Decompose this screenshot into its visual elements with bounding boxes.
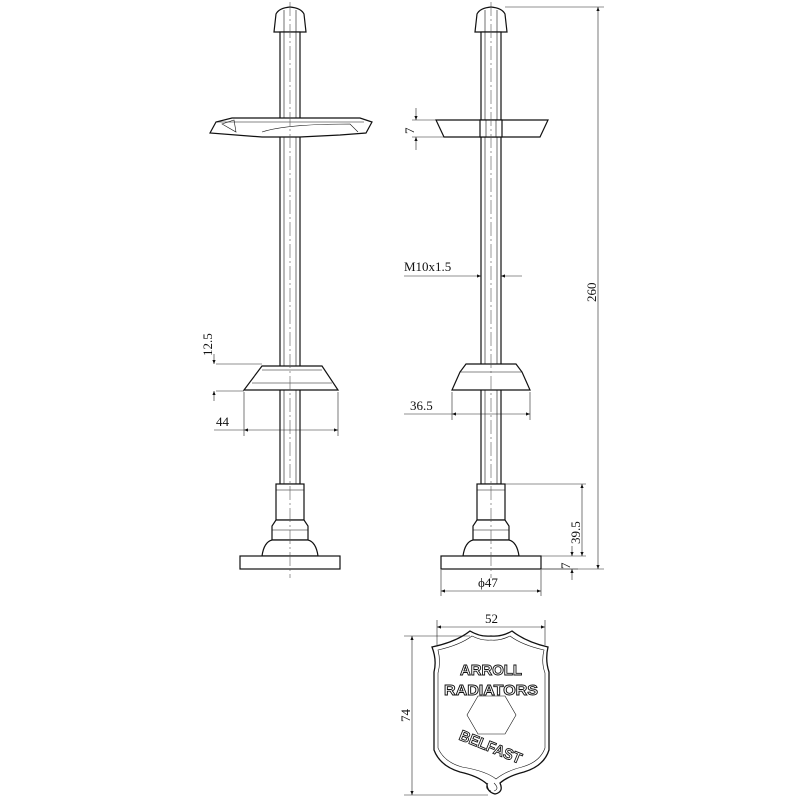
dim-cone-outer-label: 44 (216, 414, 230, 429)
left-dimensions: 12.5 44 (200, 333, 339, 436)
badge-inner-shield (437, 635, 546, 780)
dim-flange-thickness-label: 7 (402, 127, 417, 134)
dim-badge-height-label: 74 (398, 709, 413, 723)
left-cone-washer (242, 365, 340, 391)
dim-thread-label: M10x1.5 (404, 259, 451, 274)
badge-hex-emblem (466, 695, 517, 735)
dim-cone-height-label: 12.5 (200, 333, 215, 356)
dim-base-thickness-label: 7 (558, 562, 573, 569)
badge-line-arroll: ARROLL (460, 662, 522, 679)
badge-dimensions: 52 74 (398, 611, 546, 796)
dim-collar-height-label: 39.5 (568, 521, 583, 544)
arroll-badge: ARROLL RADIATORS BELFAST (431, 630, 550, 795)
dim-cone-inner-label: 36.5 (410, 398, 433, 413)
badge-outer-shield (431, 630, 550, 795)
dim-base-diameter-label: ϕ47 (478, 575, 498, 590)
right-view-bracket (435, 2, 549, 578)
right-dimensions: 7 M10x1.5 260 36.5 39.5 7 ϕ47 (402, 6, 604, 596)
badge-line-radiators: RADIATORS (444, 682, 538, 699)
left-view-bracket (209, 2, 373, 578)
dim-overall-height-label: 260 (584, 283, 599, 303)
left-support-plate (209, 117, 373, 138)
dim-badge-width-label: 52 (485, 611, 498, 626)
